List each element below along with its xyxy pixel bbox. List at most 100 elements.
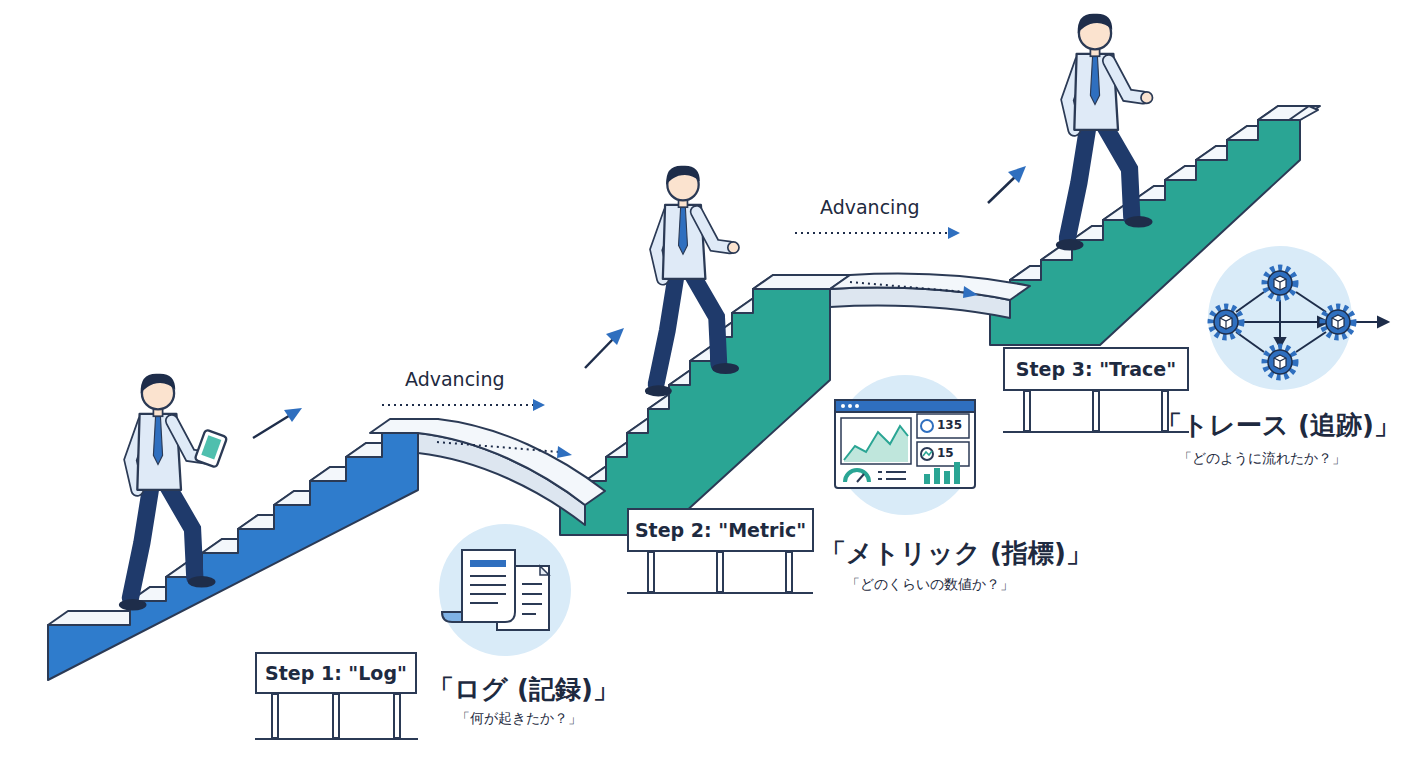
metric-dashboard-icon-part bbox=[835, 400, 975, 412]
log-icon-part-part bbox=[522, 583, 542, 585]
log-icon-part-part bbox=[522, 613, 536, 615]
person-hair bbox=[1078, 14, 1113, 34]
bridge-part bbox=[370, 419, 605, 505]
person-arm bbox=[696, 212, 730, 248]
metric-dashboard-icon-part bbox=[917, 414, 969, 438]
trace-gear-icon-part bbox=[1211, 268, 1353, 377]
dotted-arrow-part bbox=[850, 282, 965, 292]
progress-arrow-part bbox=[988, 175, 1017, 203]
gear-body bbox=[1268, 350, 1292, 374]
log-icon-part-part bbox=[522, 593, 542, 595]
dotted-arrow-part bbox=[795, 232, 948, 234]
step-caption: 「ログ (記録)」 bbox=[428, 672, 619, 707]
staircase bbox=[560, 275, 850, 535]
log-icon bbox=[439, 524, 571, 656]
metric-dashboard-icon-part-part bbox=[886, 478, 906, 480]
metric-dashboard-icon-part bbox=[844, 426, 908, 462]
arrow-label: Advancing bbox=[405, 368, 504, 390]
trace-gear-icon-part-part bbox=[1354, 321, 1380, 323]
progress-arrow-part bbox=[1008, 166, 1026, 183]
metric-dashboard-icon-part bbox=[841, 404, 845, 408]
bridge-part bbox=[830, 274, 1030, 300]
person-shoe bbox=[119, 599, 147, 611]
gear-teeth bbox=[1323, 307, 1353, 337]
log-icon-part-part bbox=[470, 584, 506, 586]
sign-text: Step 3: "Trace" bbox=[1016, 358, 1176, 380]
log-icon-part bbox=[442, 612, 462, 622]
person-tie bbox=[153, 414, 162, 465]
log-icon-part bbox=[540, 566, 549, 575]
log-icon-part bbox=[439, 524, 571, 656]
metric-dashboard-icon-part bbox=[857, 474, 864, 482]
step-sign: Step 1: "Log" bbox=[255, 652, 417, 694]
log-icon-part-part bbox=[470, 602, 498, 604]
metric-dashboard-icon-part bbox=[855, 404, 859, 408]
sign-post-part bbox=[627, 592, 813, 594]
metric-dashboard-icon-part bbox=[917, 442, 969, 466]
sign-post-part bbox=[1024, 391, 1030, 431]
trace-gear-icon-part-part bbox=[1236, 292, 1264, 312]
gear-body bbox=[1268, 271, 1292, 295]
log-icon-part-part bbox=[522, 603, 542, 605]
person-arm bbox=[1109, 61, 1144, 98]
metric-dashboard-icon-part-part bbox=[878, 471, 882, 473]
person-tablet-screen bbox=[201, 435, 221, 459]
person-hand bbox=[1141, 92, 1153, 104]
gear-cube-edge bbox=[1332, 318, 1344, 329]
sign-post-part bbox=[786, 552, 792, 592]
arrow-head-part bbox=[963, 286, 978, 298]
gear-cube-edge bbox=[1274, 358, 1286, 369]
step-caption: 「トレース (追跡)」 bbox=[1156, 408, 1400, 443]
person-tie bbox=[1090, 54, 1099, 105]
trace-gear-icon-part bbox=[1208, 246, 1352, 390]
gear-cube bbox=[1332, 315, 1344, 329]
person-shoe bbox=[1056, 239, 1084, 251]
metric-dashboard-icon-part bbox=[923, 451, 932, 456]
sign-post-part bbox=[648, 552, 654, 592]
gear-body bbox=[1326, 310, 1350, 334]
arrow-head-part bbox=[948, 227, 960, 239]
step-sign: Step 3: "Trace" bbox=[1003, 347, 1189, 391]
metric-dashboard-icon-part bbox=[954, 462, 960, 484]
metric-dashboard-icon-part-part bbox=[878, 478, 882, 480]
gear-symbol bbox=[1265, 347, 1295, 377]
metric-dashboard-icon-part bbox=[921, 448, 933, 460]
step-caption: 「メトリック (指標)」 bbox=[820, 536, 1092, 571]
metric-value: 15 bbox=[937, 446, 954, 460]
sign-post-part bbox=[1093, 391, 1099, 431]
gear-cube bbox=[1274, 355, 1286, 369]
metric-dashboard-icon-part bbox=[924, 474, 930, 484]
metric-dashboard-icon-part bbox=[835, 400, 975, 488]
metric-dashboard-icon-part bbox=[844, 426, 908, 460]
stair-side bbox=[48, 433, 418, 680]
person-hair bbox=[666, 166, 700, 185]
progress-arrow-part bbox=[606, 328, 624, 345]
person-leg bbox=[692, 274, 719, 364]
gear-cube bbox=[1220, 315, 1232, 329]
person-shoe bbox=[712, 363, 739, 374]
progress-arrow-part bbox=[253, 414, 292, 438]
metric-dashboard-icon-part bbox=[845, 470, 869, 482]
person-leg bbox=[167, 485, 195, 577]
step-caption: 「どのように流れたか？」 bbox=[1178, 450, 1346, 468]
person-tie bbox=[679, 205, 688, 254]
stair-side bbox=[560, 289, 830, 535]
person-figure bbox=[119, 374, 227, 611]
stair-tread bbox=[1258, 106, 1320, 120]
metric-dashboard-icon-part bbox=[841, 418, 911, 464]
bridge-part bbox=[1289, 106, 1318, 120]
metric-dashboard-icon-part-part bbox=[886, 471, 906, 473]
sign-post-part bbox=[333, 694, 339, 738]
sign-post-part bbox=[255, 738, 418, 740]
person-leg bbox=[1104, 125, 1132, 217]
person-tablet bbox=[195, 429, 228, 467]
person-shoe bbox=[188, 576, 216, 588]
arrow-head-part bbox=[533, 399, 545, 411]
log-icon-part-part bbox=[470, 593, 506, 595]
dotted-arrow-part bbox=[437, 442, 560, 452]
person-hair bbox=[141, 374, 176, 394]
dotted-arrow-part bbox=[382, 404, 535, 406]
log-icon-part bbox=[470, 560, 506, 567]
